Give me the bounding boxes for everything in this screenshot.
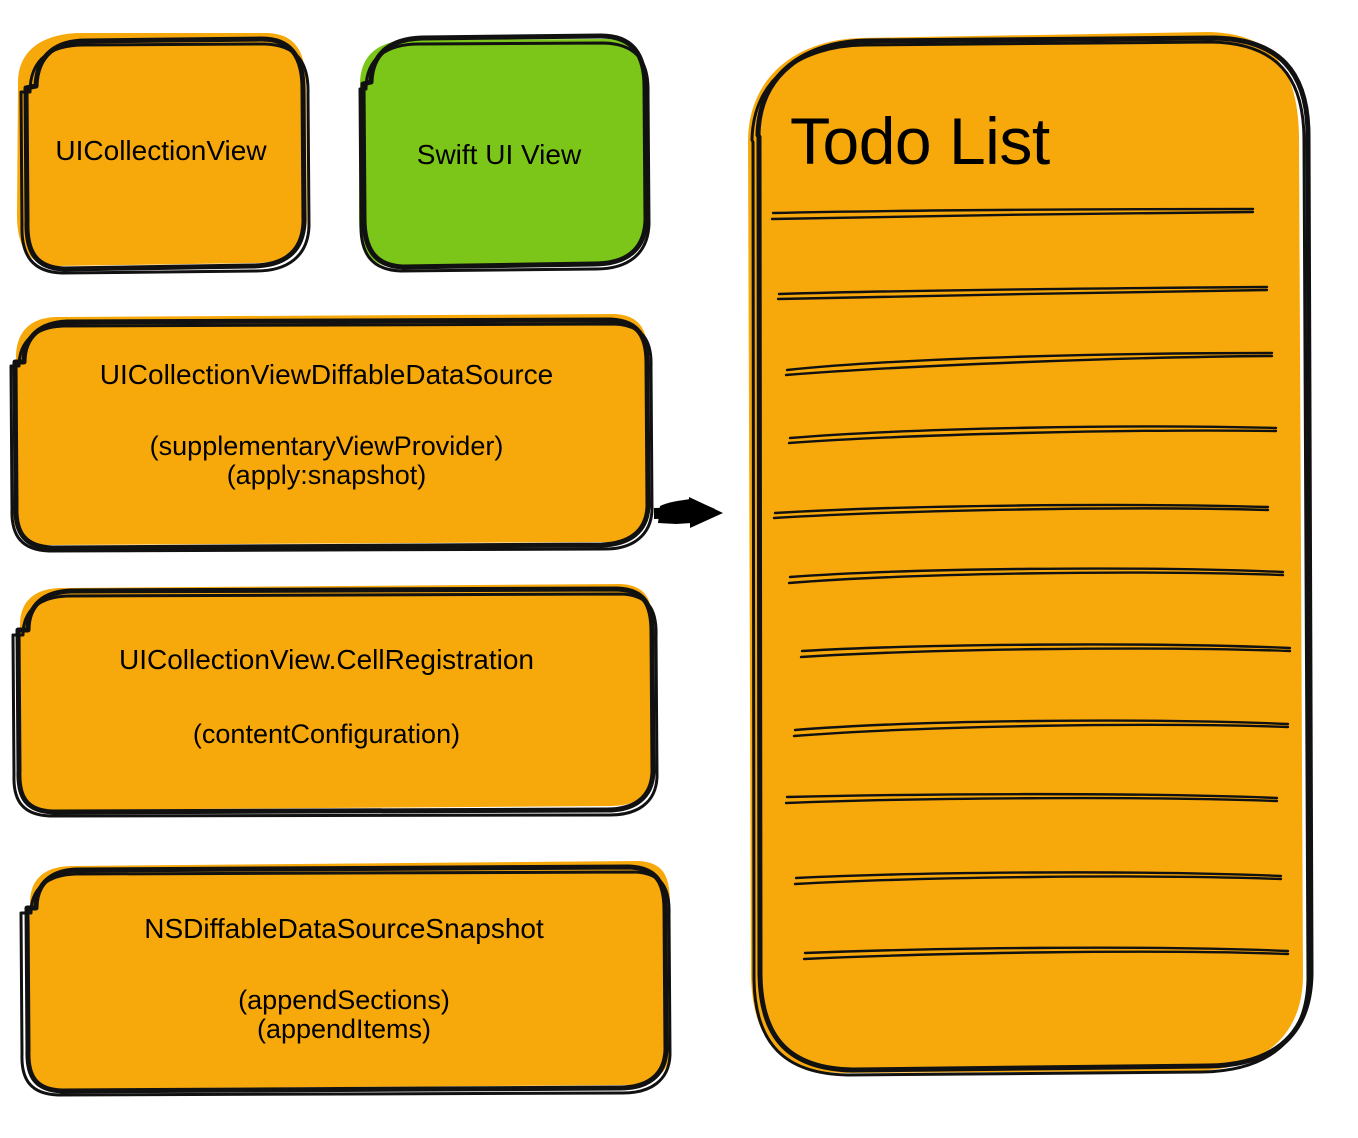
- todo-list-line: [777, 285, 1269, 296]
- todo-list-panel-fill: [748, 32, 1303, 1073]
- todo-list-line: [771, 207, 1255, 215]
- todo-list-line: [799, 647, 1292, 659]
- todo-list-line: [792, 723, 1290, 738]
- todo-list-panel-outline2: [750, 40, 1310, 1077]
- todo-list-line: [770, 210, 1255, 221]
- node-snapshot-fill: [26, 861, 671, 1089]
- todo-list-line: [788, 567, 1285, 579]
- node-cellregistration-outline: [15, 586, 656, 815]
- node-diffabledatasource-outline: [12, 317, 651, 551]
- todo-list-line: [772, 507, 1270, 520]
- todo-list-line: [785, 792, 1279, 800]
- node-swiftuiview-outline: [360, 33, 649, 270]
- node-swiftuiview-fill: [359, 39, 647, 268]
- node-uicollectionview-fill: [17, 33, 307, 266]
- node-uicollectionview-outline2: [19, 42, 311, 275]
- node-cellregistration[interactable]: [11, 584, 659, 818]
- node-cellregistration-outline2: [11, 592, 659, 818]
- node-uicollectionview[interactable]: [17, 33, 311, 275]
- todo-list-line: [785, 351, 1274, 372]
- todo-list-line: [794, 871, 1283, 880]
- todo-list-line: [787, 429, 1278, 445]
- arrow-to-todo-list-icon: [654, 497, 723, 528]
- todo-list-line: [802, 950, 1290, 961]
- todo-list-line: [793, 875, 1283, 886]
- node-snapshot[interactable]: [19, 861, 672, 1097]
- node-diffabledatasource-outline2: [9, 322, 654, 553]
- todo-list-line: [788, 425, 1278, 440]
- node-diffabledatasource-fill: [12, 314, 649, 545]
- todo-list-panel-outline: [755, 35, 1314, 1073]
- node-swiftuiview-outline2: [358, 41, 651, 273]
- node-snapshot-outline2: [19, 870, 672, 1097]
- node-swiftuiview[interactable]: [358, 33, 651, 273]
- todo-list-line: [787, 571, 1285, 585]
- todo-list-line: [784, 796, 1279, 805]
- todo-list-lines: [770, 207, 1292, 961]
- todo-list-line: [784, 354, 1274, 377]
- todo-list-line: [803, 946, 1290, 955]
- todo-list-line: [773, 503, 1270, 515]
- node-snapshot-outline: [24, 864, 669, 1094]
- node-uicollectionview-outline: [23, 36, 307, 272]
- todo-list-line: [793, 719, 1290, 732]
- todo-list-panel[interactable]: [748, 32, 1314, 1077]
- node-cellregistration-fill: [16, 584, 654, 810]
- todo-list-line: [776, 288, 1269, 301]
- todo-list-line: [800, 643, 1292, 653]
- node-diffabledatasource[interactable]: [9, 314, 654, 553]
